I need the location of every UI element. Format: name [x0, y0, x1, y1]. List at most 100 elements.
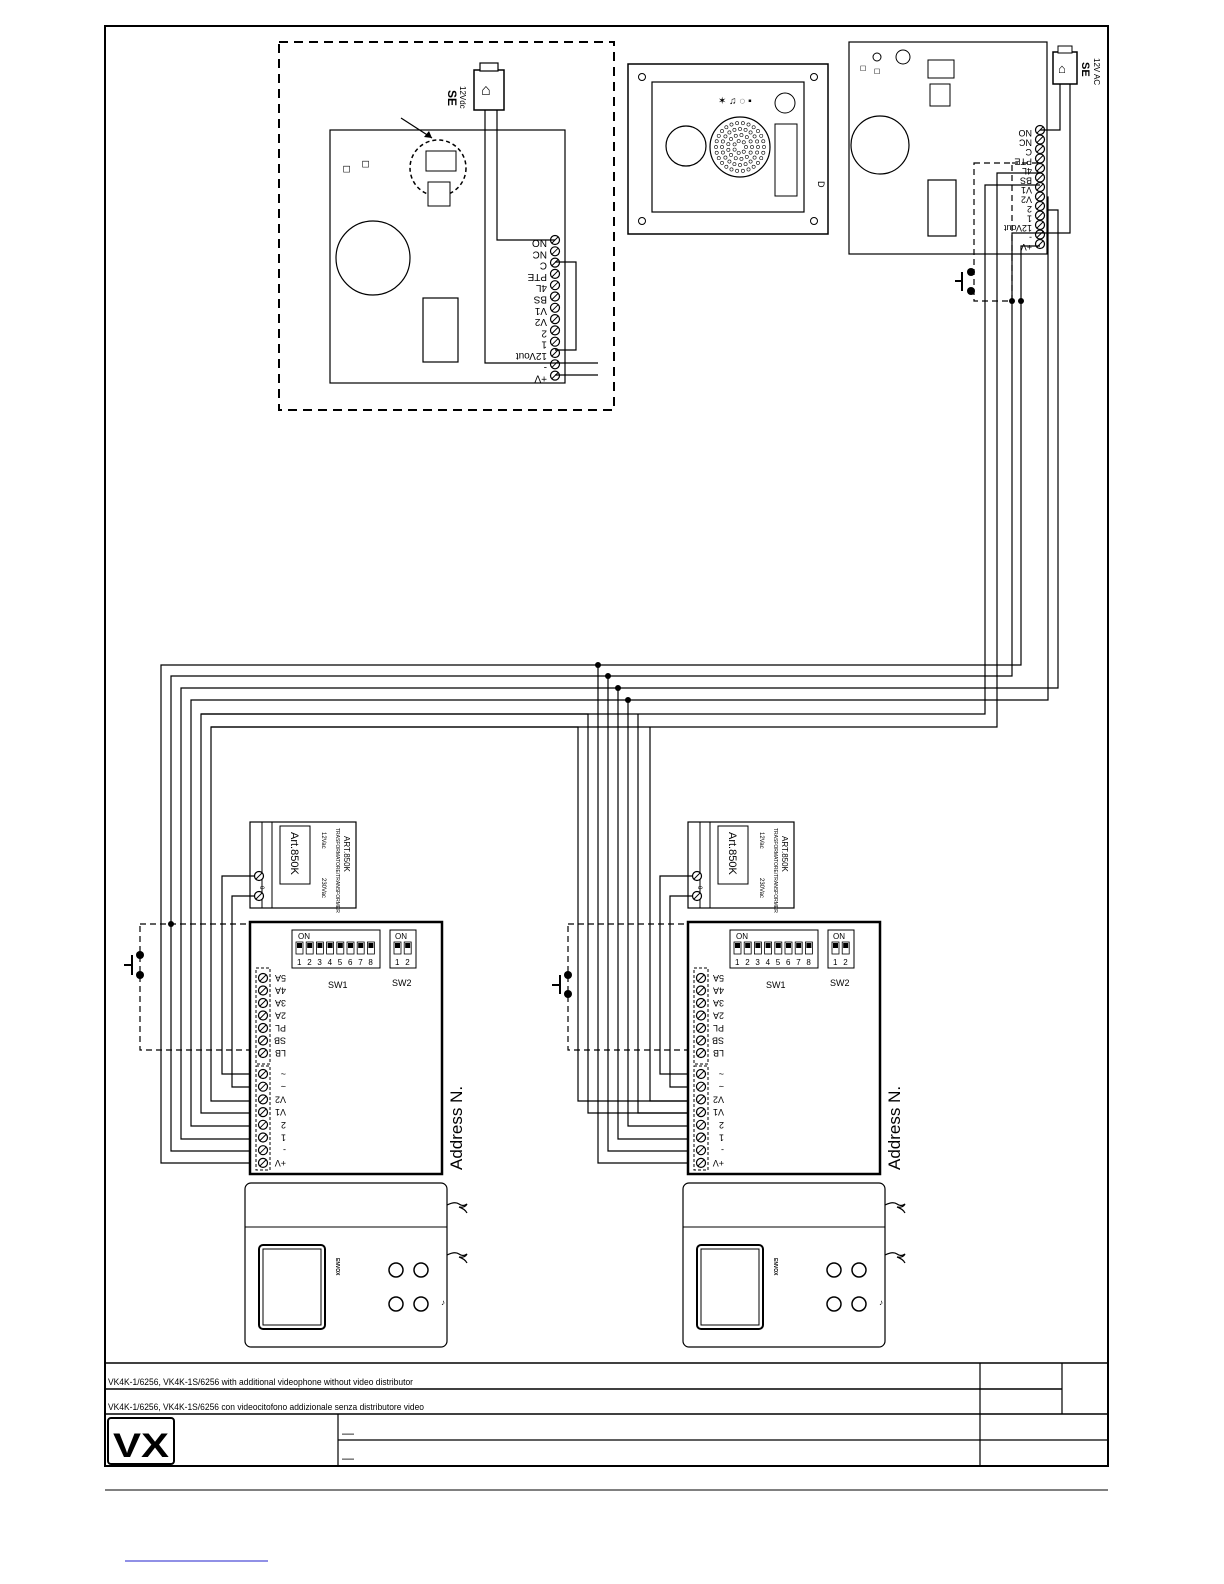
grille-hole [732, 162, 737, 167]
dip-knob [395, 943, 400, 948]
button-4 [851, 1296, 867, 1312]
grille-hole [714, 145, 718, 149]
pointer-arrow-head [424, 131, 432, 138]
terminal-label: V2 [1021, 195, 1032, 205]
led-icon-a: ◻ [859, 65, 868, 72]
floor-button [552, 923, 697, 1051]
transformer-label-frame [279, 825, 311, 885]
sw2-on: ON [395, 932, 407, 941]
title-en: VK4K-1/6256, VK4K-1S/6256 with additiona… [108, 1377, 413, 1388]
cable-coil-2 [884, 1252, 906, 1264]
terminal-screw [549, 359, 561, 370]
terminal-screw [695, 1081, 707, 1092]
terminal-label: NC [533, 248, 547, 259]
terminal-screw [1034, 172, 1046, 183]
grille-hole [726, 142, 731, 147]
grille-hole [750, 145, 754, 149]
terminal-label: 5A [275, 973, 286, 983]
grille-hole [746, 167, 751, 172]
dip-number: 6 [786, 958, 791, 967]
ac-wire-1 [659, 875, 696, 1075]
terminal-screw [257, 1157, 269, 1169]
terminal-screw [695, 1145, 707, 1156]
sheet-border [104, 25, 1109, 1467]
transformer-article: ART.850K [342, 836, 351, 873]
button-3 [826, 1296, 842, 1312]
bus-wire-6 [210, 172, 1040, 1102]
name-card [774, 123, 798, 197]
sw1-on: ON [298, 932, 310, 941]
dip-number: 8 [806, 958, 811, 967]
terminal-label: 4L [1022, 166, 1032, 176]
grille-hole [759, 156, 764, 161]
transformer-in: 230Vac [758, 878, 764, 898]
terminal-screw [257, 997, 269, 1009]
camera-window [927, 179, 957, 237]
terminal-label: V2 [534, 316, 547, 327]
terminal-label: 4A [275, 986, 286, 996]
transformer-model: Art.850K [726, 832, 738, 875]
terminal-label: NO [532, 237, 547, 248]
terminal-label: PTE [527, 271, 547, 282]
handset-unit: ENVOX ♪ [682, 1182, 906, 1348]
terminal-screw [257, 1068, 269, 1080]
grille-hole [748, 139, 753, 144]
dip-knob [806, 943, 812, 948]
terminal-screw [1034, 210, 1046, 221]
grille-hole [751, 164, 756, 169]
grille-hole [743, 127, 748, 132]
screw-bl [638, 217, 646, 225]
dip-knob [337, 943, 343, 948]
grille-hole [748, 130, 753, 135]
terminal-screw [549, 336, 561, 347]
grille-hole [741, 140, 746, 145]
dip-number: 7 [358, 958, 363, 967]
terminal-label: SB [274, 1036, 286, 1046]
sw2-label: SW2 [830, 978, 850, 988]
grille-hole [743, 162, 748, 167]
lock-cap [479, 62, 499, 72]
grille-hole [740, 168, 745, 173]
grille-hole [740, 121, 745, 126]
grille-holes [714, 121, 766, 173]
junction-1 [595, 662, 601, 668]
title-it: VK4K-1/6256, VK4K-1S/6256 con videocitof… [108, 1402, 424, 1413]
transformer-in: 230Vac [320, 878, 326, 898]
grille-hole [736, 139, 741, 144]
terminal-screw [1034, 134, 1046, 145]
status-icons: ✶ ♫ ◌ ▪ [718, 96, 752, 107]
bell-icon: ♪ [879, 1298, 883, 1307]
dip-number: 3 [317, 958, 322, 967]
bell-icon: ♪ [441, 1298, 445, 1307]
lock-wire-a [484, 110, 555, 364]
camera-lens [665, 125, 707, 167]
bus-wires [160, 172, 1059, 1164]
sw1-on: ON [736, 932, 748, 941]
terminal-screw [257, 1119, 269, 1130]
terminal-label: V1 [534, 305, 547, 316]
terminal-label: ~ [719, 1069, 724, 1079]
grille-hole [729, 137, 733, 141]
terminal-screw [1034, 162, 1046, 174]
grille-hole [732, 127, 737, 132]
terminal-label: SB [712, 1036, 724, 1046]
terminal-screw [549, 291, 561, 302]
transformer-wires [221, 875, 258, 1088]
grille-hole [733, 133, 738, 138]
branch-1 [597, 665, 696, 1164]
grille-hole [744, 154, 749, 159]
jumper-block [927, 59, 955, 79]
terminal-label: 12Vout [1003, 223, 1032, 233]
door-button-contact-b [967, 287, 975, 295]
terminal-label: C [540, 260, 547, 271]
sw1-label: SW1 [328, 980, 348, 990]
terminal-screw [257, 1106, 269, 1118]
transformer: Art.850K TRASFORMATORE/TRANSFORMER ART.8… [249, 821, 357, 913]
bus-wire-4 [190, 196, 1049, 1127]
terminal-screw [549, 280, 561, 291]
terminal-screw [695, 972, 707, 984]
terminal-label: 1 [541, 339, 547, 350]
ac-wire-1 [221, 875, 258, 1075]
junction-4 [625, 697, 631, 703]
